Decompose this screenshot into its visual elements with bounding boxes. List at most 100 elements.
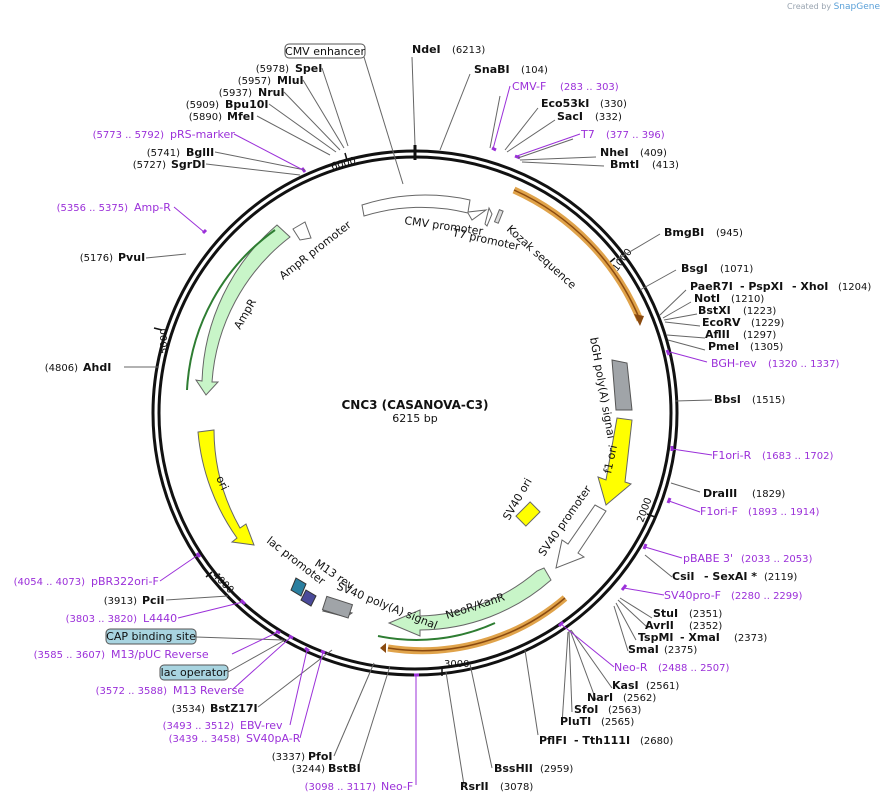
svg-text:(2280 .. 2299): (2280 .. 2299) [731, 591, 803, 602]
svg-text:SmaI: SmaI [628, 643, 659, 656]
svg-text:(2351): (2351) [689, 609, 722, 620]
site-ahdi: (4806)AhdI [45, 361, 112, 374]
site-sgrdi: (5727)SgrDI [133, 158, 206, 171]
svg-text:- SexAI *: - SexAI * [704, 570, 757, 583]
svg-text:Kozak sequence: Kozak sequence [504, 223, 579, 292]
svg-text:PfoI: PfoI [308, 750, 333, 763]
svg-text:(3493 .. 3512): (3493 .. 3512) [163, 721, 235, 732]
svg-text:Bpu10I: Bpu10I [225, 98, 269, 111]
site-bsshii: BssHII(2959) [494, 762, 573, 775]
svg-text:(5773 .. 5792): (5773 .. 5792) [93, 130, 165, 141]
svg-text:AvrII: AvrII [645, 619, 674, 632]
lac-operator-box: lac operator [159, 664, 229, 681]
svg-text:(409): (409) [640, 148, 667, 159]
svg-text:(5356 .. 5375): (5356 .. 5375) [57, 203, 129, 214]
site-mfei: (5890) MfeI [189, 110, 255, 123]
ori-arrow: ori [197, 429, 255, 546]
svg-text:DraIII: DraIII [703, 487, 737, 500]
svg-text:(5957): (5957) [238, 76, 271, 87]
svg-text:(2561): (2561) [646, 681, 679, 692]
svg-text:(5937): (5937) [219, 88, 252, 99]
svg-text:EcoRV: EcoRV [702, 316, 741, 329]
svg-text:(413): (413) [652, 160, 679, 171]
svg-text:CMV-F: CMV-F [512, 80, 546, 93]
site-pluti: PluTI(2565) [560, 715, 634, 728]
site-draiii: DraIII(1829) [703, 487, 785, 500]
svg-text:(332): (332) [595, 112, 622, 123]
svg-text:(3244): (3244) [292, 764, 325, 775]
svg-text:EBV-rev: EBV-rev [240, 719, 283, 732]
svg-text:(1229): (1229) [751, 318, 784, 329]
svg-text:(945): (945) [716, 228, 743, 239]
svg-text:SnaBI: SnaBI [474, 63, 510, 76]
primer-f1ori-r: F1ori-R(1683 .. 1702) [712, 449, 834, 462]
svg-text:NotI: NotI [694, 292, 720, 305]
svg-text:CMV enhancer: CMV enhancer [285, 45, 365, 58]
svg-text:(3098 .. 3117): (3098 .. 3117) [305, 782, 377, 793]
site-mlui: (5957) MluI [238, 74, 304, 87]
svg-text:PaeR7I: PaeR7I [690, 280, 733, 293]
svg-text:(3078): (3078) [500, 782, 533, 793]
svg-text:(1893 .. 1914): (1893 .. 1914) [748, 507, 820, 518]
site-pmei: PmeI(1305) [708, 340, 783, 353]
primer-m13-puc-reverse: (3585 .. 3607)M13/pUC Reverse [34, 648, 209, 661]
svg-text:PflFI: PflFI [539, 734, 567, 747]
svg-text:pRS-marker: pRS-marker [170, 128, 235, 141]
svg-text:(1683 .. 1702): (1683 .. 1702) [762, 451, 834, 462]
svg-text:KasI: KasI [612, 679, 639, 692]
svg-text:BstXI: BstXI [698, 304, 731, 317]
site-ndei: NdeI(6213) [412, 43, 485, 56]
ampr-promoter-arrow: AmpR promoter [277, 218, 354, 282]
primer-amp-r: (5356 .. 5375)Amp-R [57, 201, 172, 214]
site-eco53ki: Eco53kI(330) [541, 97, 627, 110]
svg-text:T7: T7 [580, 128, 595, 141]
leader-lines [124, 56, 713, 786]
svg-text:MluI: MluI [277, 74, 304, 87]
svg-text:PluTI: PluTI [560, 715, 591, 728]
site-stui: StuI (2351) [653, 607, 722, 620]
site-rsrii: RsrII(3078) [460, 780, 533, 793]
primer-bgh-rev: BGH-rev(1320 .. 1337) [711, 357, 840, 370]
site-snabi: SnaBI (104) [474, 63, 548, 76]
svg-text:BbsI: BbsI [714, 393, 741, 406]
primer-pbr322ori-f: (4054 .. 4073)pBR322ori-F [14, 575, 159, 588]
svg-text:BsgI: BsgI [681, 262, 708, 275]
primer-t7: T7(377 .. 396) [580, 128, 665, 141]
site-nhei: NheI(409) [600, 146, 667, 159]
svg-text:StuI: StuI [653, 607, 678, 620]
svg-text:- Tth111I: - Tth111I [574, 734, 630, 747]
snapgene-branding: Created by SnapGene [787, 2, 880, 12]
site-bsgi: BsgI (1071) [681, 262, 753, 275]
primer-leaders [159, 85, 713, 785]
svg-text:AhdI: AhdI [83, 361, 111, 374]
site-ecorv: EcoRV (1229) [702, 316, 784, 329]
svg-text:(1515): (1515) [752, 395, 785, 406]
site-bmti: BmtI(413) [610, 158, 679, 171]
svg-text:(104): (104) [521, 65, 548, 76]
svg-text:lac operator: lac operator [161, 666, 228, 679]
site-pflfi: PflFI - Tth111I (2680) [539, 734, 673, 747]
svg-text:(283 .. 303): (283 .. 303) [560, 82, 619, 93]
primer-cmv-f: CMV-F (283 .. 303) [512, 80, 619, 93]
svg-text:pBABE 3': pBABE 3' [683, 552, 733, 565]
svg-text:L4440: L4440 [143, 612, 177, 625]
svg-text:M13/pUC Reverse: M13/pUC Reverse [111, 648, 209, 661]
svg-text:(5890): (5890) [189, 112, 222, 123]
sv40-ori: SV40 ori [500, 476, 541, 527]
site-sfoi: SfoI(2563) [574, 703, 641, 716]
svg-text:(1071): (1071) [720, 264, 753, 275]
svg-text:MfeI: MfeI [227, 110, 254, 123]
svg-text:F1ori-F: F1ori-F [700, 505, 738, 518]
svg-text:BstZ17I: BstZ17I [210, 702, 258, 715]
sv40-promoter-arrow: SV40 promoter [536, 483, 607, 569]
svg-text:(2373): (2373) [734, 633, 767, 644]
site-bstxi: BstXI(1223) [698, 304, 776, 317]
svg-text:(2352): (2352) [689, 621, 722, 632]
sv40-polya-signal: SV40 poly(A) signal [321, 580, 439, 632]
site-saci: SacI(332) [557, 110, 622, 123]
site-tspmi: TspMI - XmaI (2373) [638, 631, 767, 644]
f1-ori-arrow: f1 ori [597, 417, 633, 506]
svg-text:SgrDI: SgrDI [171, 158, 205, 171]
site-bpu10i: (5909)Bpu10I [186, 98, 269, 111]
svg-text:(2959): (2959) [540, 764, 573, 775]
